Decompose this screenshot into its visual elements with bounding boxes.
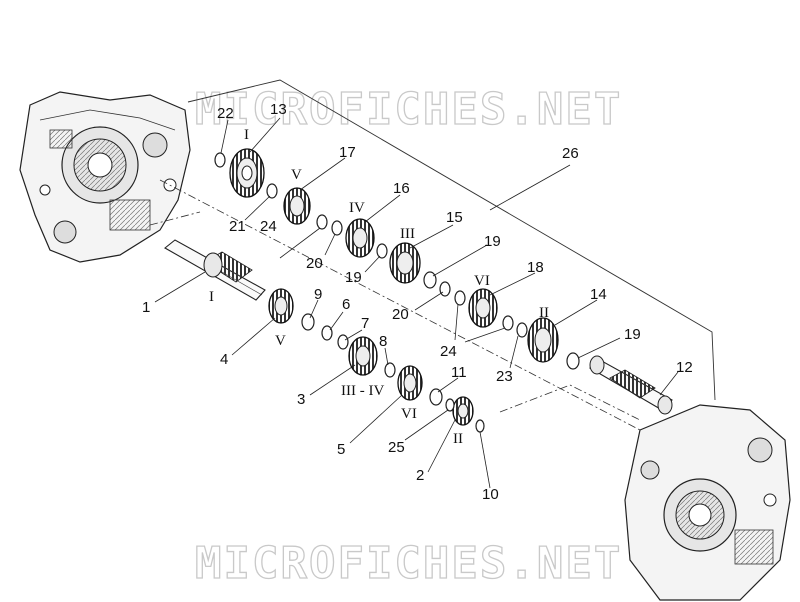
callout-16: 16	[393, 180, 410, 197]
axis-lines	[149, 179, 641, 431]
primary-shaft-1	[164, 239, 266, 301]
gear-label-v-upper: V	[291, 167, 302, 183]
callout-19-c: 19	[624, 326, 641, 343]
gear-label-ii-lower: II	[453, 431, 463, 447]
callout-25: 25	[388, 439, 405, 456]
callout-5: 5	[337, 441, 345, 458]
callout-20-a: 20	[306, 255, 323, 272]
gear-label-iii-iv: III - IV	[341, 383, 384, 399]
gear-4	[268, 288, 294, 324]
assembly-bracket-26	[187, 79, 716, 401]
callout-10: 10	[482, 486, 499, 503]
callout-24-b: 24	[440, 343, 457, 360]
callout-2: 2	[416, 467, 424, 484]
callout-8: 8	[379, 333, 387, 350]
callout-19-b: 19	[484, 233, 501, 250]
crankcase-right-illustration	[624, 404, 791, 601]
callout-11: 11	[451, 364, 467, 381]
gear-label-ii-upper: II	[539, 305, 549, 321]
gear-18	[468, 288, 498, 328]
callout-6: 6	[342, 296, 350, 313]
callout-21: 21	[229, 218, 246, 235]
gear-label-vi-upper: VI	[474, 273, 490, 289]
callout-22: 22	[217, 105, 234, 122]
gear-label-v-lower: V	[275, 333, 286, 349]
callout-17: 17	[339, 144, 356, 161]
watermark-top: MICROFICHES.NET	[195, 84, 622, 135]
gear-13	[229, 148, 265, 198]
gear-label-i-upper: I	[244, 127, 249, 143]
rings-washers	[214, 152, 580, 433]
gear-17	[283, 187, 311, 225]
crankcase-left-illustration	[19, 91, 191, 263]
callout-14: 14	[590, 286, 607, 303]
callout-19-a: 19	[345, 269, 362, 286]
gear-15	[389, 242, 421, 284]
gear-2	[452, 396, 474, 426]
callout-7: 7	[361, 315, 369, 332]
gear-label-iii: III	[400, 226, 415, 242]
callout-labels: 1 2 3 4 5 6 7 8 9 10 11 12 13 14 15 16 1…	[142, 101, 693, 503]
gear-ratio-labels: I I V V IV III VI VI II II III - IV	[209, 127, 549, 447]
gear-3	[348, 336, 378, 376]
callout-20-b: 20	[392, 306, 409, 323]
callout-24-a: 24	[260, 218, 277, 235]
gear-label-iv: IV	[349, 200, 365, 216]
callout-26: 26	[562, 145, 579, 162]
callout-13: 13	[270, 101, 287, 118]
gear-label-vi-lower: VI	[401, 406, 417, 422]
callout-15: 15	[446, 209, 463, 226]
callout-1: 1	[142, 299, 150, 316]
gear-14	[527, 317, 559, 363]
gear-16	[345, 218, 375, 258]
gear-label-i-shaft: I	[209, 289, 214, 305]
leader-lines	[154, 117, 679, 489]
callout-9: 9	[314, 286, 322, 303]
callout-18: 18	[527, 259, 544, 276]
gear-5	[397, 365, 423, 401]
callout-3: 3	[297, 391, 305, 408]
callout-23: 23	[496, 368, 513, 385]
callout-12: 12	[676, 359, 693, 376]
secondary-shaft-12	[589, 355, 673, 415]
watermark-bottom: MICROFICHES.NET	[195, 538, 622, 589]
callout-4: 4	[220, 351, 228, 368]
